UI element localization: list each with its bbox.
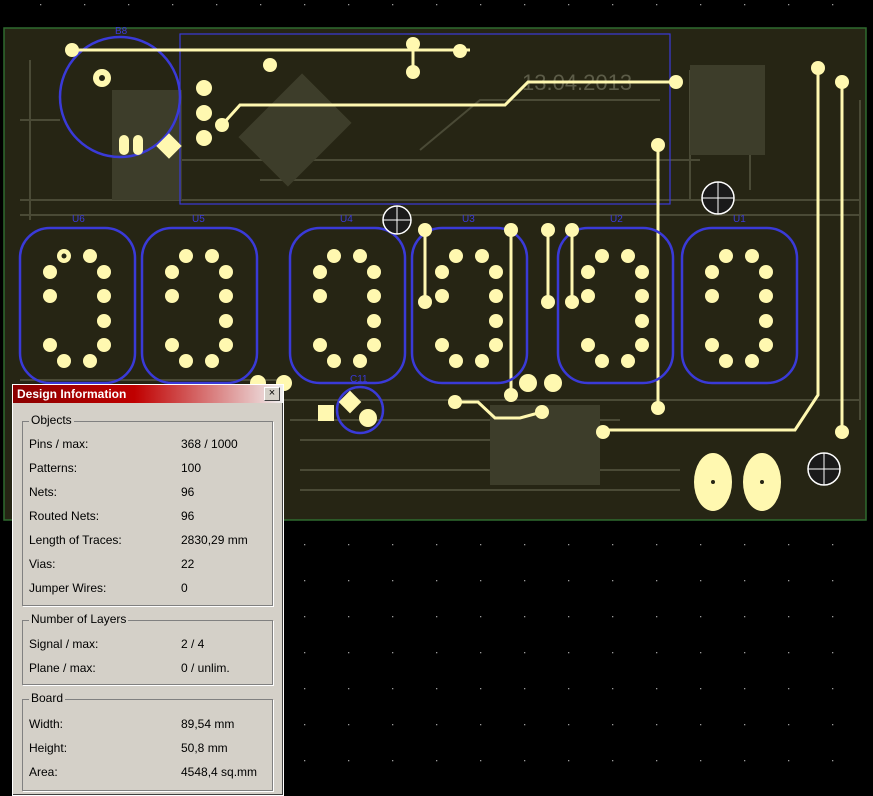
svg-text:B8: B8 xyxy=(115,26,128,37)
info-value: 2 / 4 xyxy=(181,637,205,651)
info-key: Jumper Wires: xyxy=(29,581,107,595)
info-key: Plane / max: xyxy=(29,661,96,675)
objects-group: Objects xyxy=(22,413,273,606)
info-key: Height: xyxy=(29,741,68,755)
layers-group-label: Number of Layers xyxy=(29,612,129,626)
tube-outline-u4 xyxy=(288,226,407,385)
layers-group: Number of Layers xyxy=(22,612,273,685)
info-value: 4548,4 sq.mm xyxy=(181,765,258,779)
tube-outline-u3 xyxy=(410,226,529,385)
info-key: Area: xyxy=(29,765,58,779)
info-value: 50,8 mm xyxy=(181,741,228,755)
info-key: Patterns: xyxy=(29,461,78,475)
buzzer-outline xyxy=(58,35,182,159)
dialog-title-bar[interactable]: Design Information × xyxy=(13,385,283,403)
info-key: Vias: xyxy=(29,557,56,571)
info-key: Routed Nets: xyxy=(29,509,100,523)
dialog-title: Design Information xyxy=(17,387,127,401)
info-key: Nets: xyxy=(29,485,58,499)
tube-outline-u1 xyxy=(680,226,799,385)
info-value: 96 xyxy=(181,485,195,499)
info-value: 0 xyxy=(181,581,188,595)
svg-text:C11: C11 xyxy=(350,374,368,385)
info-key: Length of Traces: xyxy=(29,533,122,547)
info-value: 89,54 mm xyxy=(181,717,235,731)
info-value: 100 xyxy=(181,461,202,475)
svg-text:U2: U2 xyxy=(610,214,623,225)
svg-text:U1: U1 xyxy=(733,214,746,225)
close-button[interactable]: × xyxy=(264,387,280,401)
info-key: Pins / max: xyxy=(29,437,89,451)
svg-text:U6: U6 xyxy=(72,214,85,225)
objects-group-label: Objects xyxy=(29,413,74,427)
board-group-label: Board xyxy=(29,691,66,705)
info-key: Signal / max: xyxy=(29,637,99,651)
info-key: Width: xyxy=(29,717,64,731)
tube-outline-u5 xyxy=(140,226,259,385)
info-value: 22 xyxy=(181,557,195,571)
info-value: 368 / 1000 xyxy=(181,437,238,451)
info-value: 96 xyxy=(181,509,195,523)
selection-box xyxy=(179,33,671,205)
tube-outline-u6 xyxy=(18,226,137,385)
svg-text:U5: U5 xyxy=(192,214,205,225)
info-value: 2830,29 mm xyxy=(181,533,248,547)
tube-outline-u2 xyxy=(556,226,675,385)
svg-text:U4: U4 xyxy=(340,214,353,225)
svg-text:U3: U3 xyxy=(462,214,475,225)
info-value: 0 / unlim. xyxy=(181,661,230,675)
design-information-dialog: Design Information × Objects Pins / max:… xyxy=(12,384,284,796)
